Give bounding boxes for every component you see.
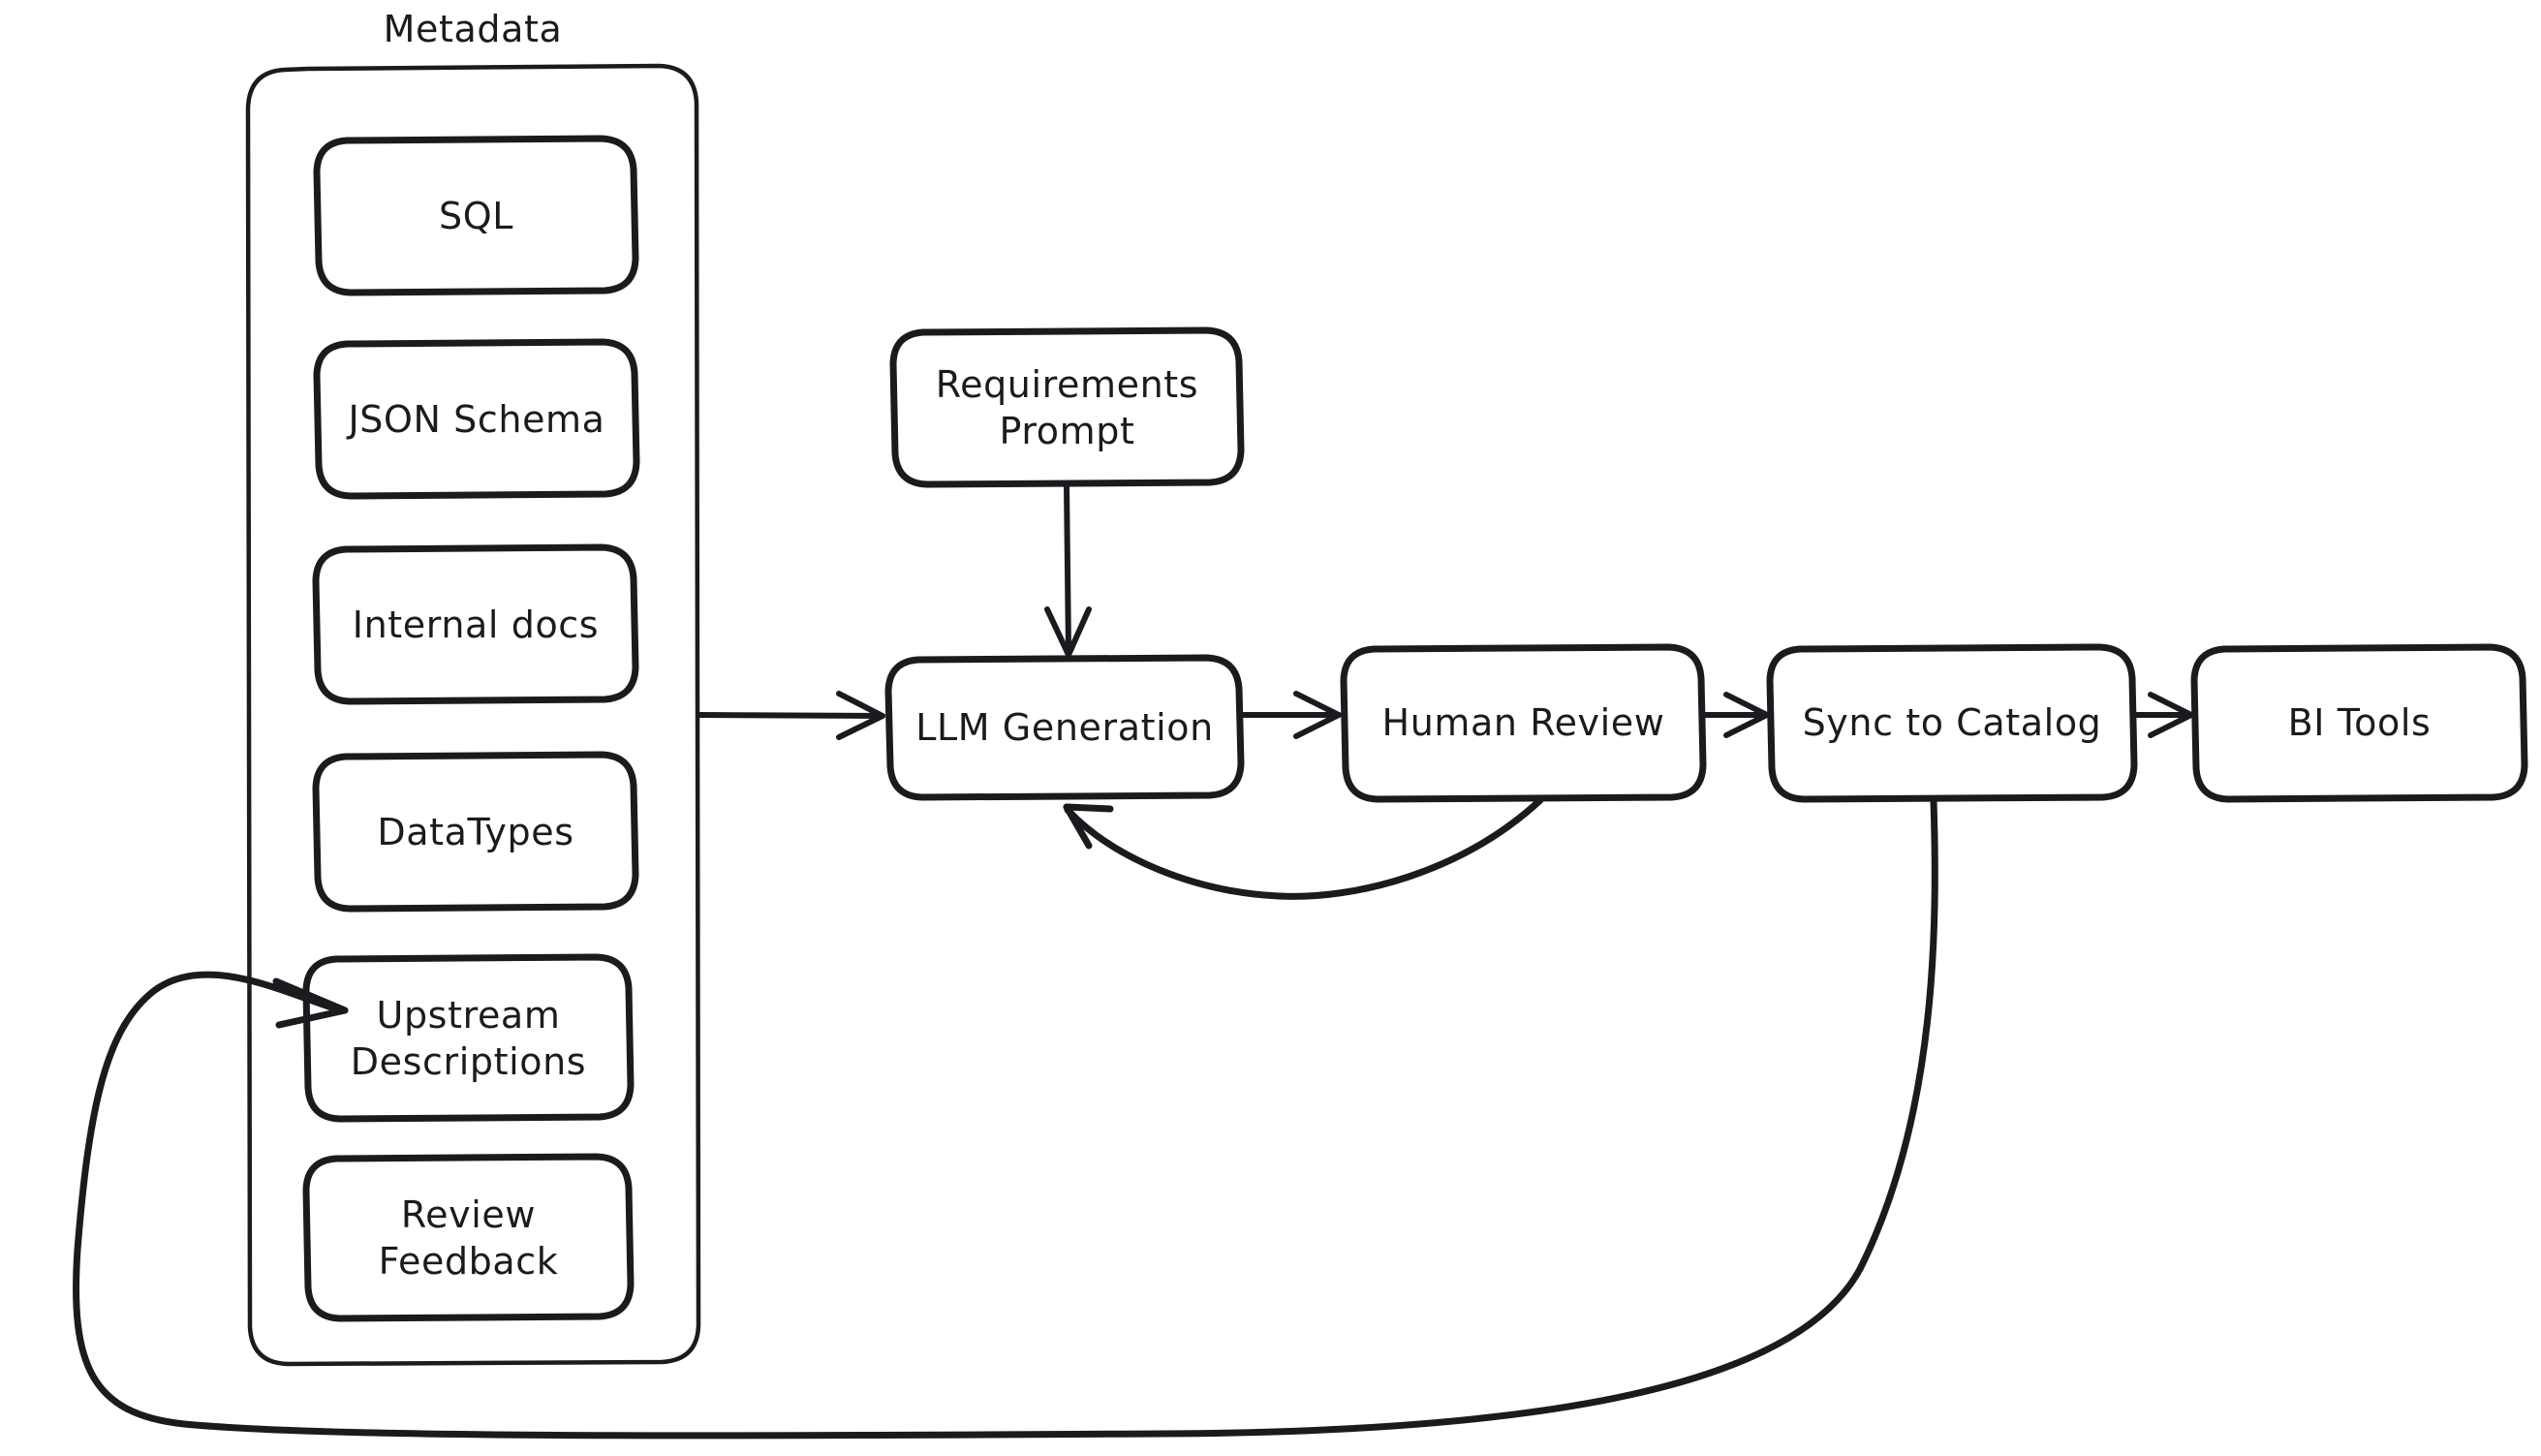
node-datatypes[interactable]: DataTypes <box>377 810 574 853</box>
edge-hit-review-to-sync[interactable] <box>1705 696 1769 736</box>
node-upstream-descriptions[interactable]: Upstream Descriptions <box>350 993 587 1083</box>
edge-hit-prompt-to-llm[interactable] <box>1048 484 1089 657</box>
node-sync-to-catalog[interactable]: Sync to Catalog <box>1802 700 2102 744</box>
metadata-group-title: Metadata <box>383 8 563 50</box>
node-llm-generation[interactable]: LLM Generation <box>915 706 1214 750</box>
node-review-feedback[interactable]: Review Feedback <box>378 1193 559 1283</box>
node-requirements-prompt[interactable]: Requirements Prompt <box>935 362 1199 452</box>
node-sql[interactable]: SQL <box>438 194 513 237</box>
edge-hit-llm-to-review[interactable] <box>1243 696 1340 736</box>
edge-hit-metadata-to-llm[interactable] <box>698 696 883 736</box>
node-bi-tools[interactable]: BI Tools <box>2287 700 2432 744</box>
node-json-schema[interactable]: JSON Schema <box>348 397 605 441</box>
node-internal-docs[interactable]: Internal docs <box>352 603 600 646</box>
edge-hit-catalog-to-upstream-loop[interactable] <box>68 1395 1870 1443</box>
node-human-review[interactable]: Human Review <box>1381 700 1665 744</box>
edge-hit-review-feedback-loop[interactable] <box>1066 800 1545 902</box>
edge-hit-sync-to-bi[interactable] <box>2136 696 2192 736</box>
